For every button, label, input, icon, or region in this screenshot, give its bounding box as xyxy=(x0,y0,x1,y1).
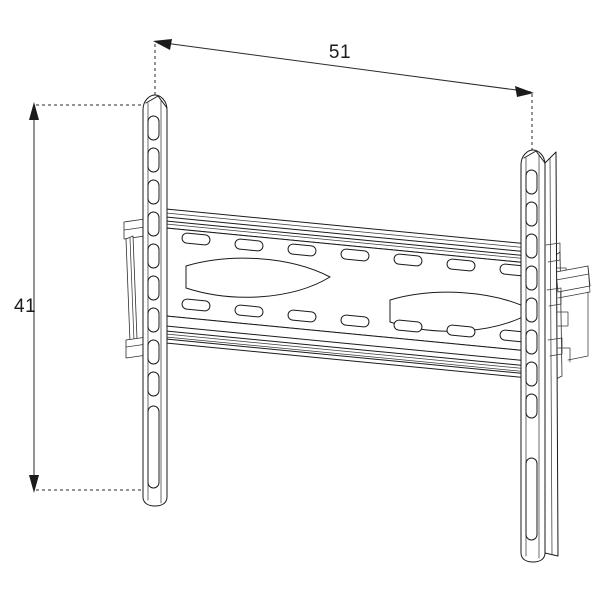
beam-upper-slot-row xyxy=(181,232,529,277)
left-plate-top-tab-edge xyxy=(123,226,146,231)
right-hook-block-crease xyxy=(555,273,590,281)
right-rail xyxy=(520,149,563,563)
right-rail-slot-3 xyxy=(525,233,538,259)
right-rail-slot-2 xyxy=(525,201,538,227)
beam-bottom-flange-crease-b xyxy=(165,336,540,374)
left-rail-slot-3 xyxy=(147,179,160,205)
left-rail-top-fold xyxy=(145,95,168,109)
beam-slot-lower-2 xyxy=(234,304,264,318)
left-rail-slot-4 xyxy=(147,211,160,237)
width-arrow-right-icon xyxy=(515,86,534,97)
beam-slot-lower-1 xyxy=(181,298,211,312)
beam-slot-upper-4 xyxy=(340,248,370,262)
width-arrow-left-icon xyxy=(153,39,172,50)
left-rail-slot-8 xyxy=(147,339,160,365)
left-plate-blade-crease xyxy=(129,237,135,342)
left-plate-blade xyxy=(125,235,138,343)
beam-lens-cutout-left xyxy=(185,257,331,298)
right-rail-slot-5 xyxy=(525,297,538,323)
right-rail-slot-1 xyxy=(525,169,538,195)
beam-top-flange-crease-b xyxy=(165,223,540,261)
left-rail-slot-2 xyxy=(147,147,160,173)
beam-bottom-edge xyxy=(165,342,540,380)
right-rail-slot-6 xyxy=(525,329,538,355)
left-side-plate xyxy=(123,218,148,359)
left-rail-slot-1 xyxy=(147,115,160,141)
left-rail-slot-7 xyxy=(147,307,160,333)
right-rail-flange-notch-3 xyxy=(547,337,563,357)
beam-bottom-flange-crease-a xyxy=(165,333,540,371)
height-arrow-bottom-icon xyxy=(29,475,39,493)
right-rail-flange-notch-1 xyxy=(545,242,561,263)
main-beam xyxy=(165,208,540,380)
right-rail-slot-8 xyxy=(525,393,538,419)
beam-slot-upper-6 xyxy=(446,258,476,272)
right-rail-slot-7 xyxy=(525,361,538,387)
beam-slot-upper-2 xyxy=(234,238,264,252)
right-rail-slot-4 xyxy=(525,265,538,291)
right-hook-block-edge xyxy=(557,265,591,299)
beam-slot-lower-6 xyxy=(446,324,476,338)
beam-slot-lower-4 xyxy=(340,314,370,328)
right-rail-slot-stack xyxy=(525,169,538,541)
beam-top-flange-crease-a xyxy=(165,212,540,250)
right-hook-tail xyxy=(567,291,589,361)
beam-slot-upper-1 xyxy=(181,232,211,246)
height-dimension-label: 41 xyxy=(14,296,36,317)
left-rail-slot-stack xyxy=(147,115,160,489)
right-rail-slot-long-bottom xyxy=(525,457,538,541)
right-rail-flange-crease xyxy=(549,157,553,556)
left-rail-slot-9 xyxy=(147,371,160,397)
width-dimension-label: 51 xyxy=(329,42,351,63)
beam-slot-lower-3 xyxy=(287,309,317,323)
dimension-width: 51 xyxy=(153,39,534,172)
right-hook-block xyxy=(555,265,591,293)
beam-slot-lower-5 xyxy=(393,319,423,333)
left-rail xyxy=(142,94,168,507)
right-rail-top-fold xyxy=(523,150,546,164)
right-rail-flange xyxy=(544,151,559,557)
beam-slot-upper-3 xyxy=(287,243,317,257)
height-arrow-top-icon xyxy=(29,102,39,120)
right-hook-notch-lower xyxy=(555,311,569,327)
left-rail-slot-6 xyxy=(147,275,160,301)
beam-slot-upper-5 xyxy=(393,253,423,267)
left-rail-slot-long-bottom xyxy=(147,405,160,489)
dimension-height: 41 xyxy=(14,102,152,493)
width-dimension-line xyxy=(156,41,532,93)
right-rail-flange-notch-2 xyxy=(546,287,562,307)
left-plate-top-tab xyxy=(123,218,146,240)
right-hook-plate xyxy=(551,251,591,381)
left-rail-slot-5 xyxy=(147,243,160,269)
